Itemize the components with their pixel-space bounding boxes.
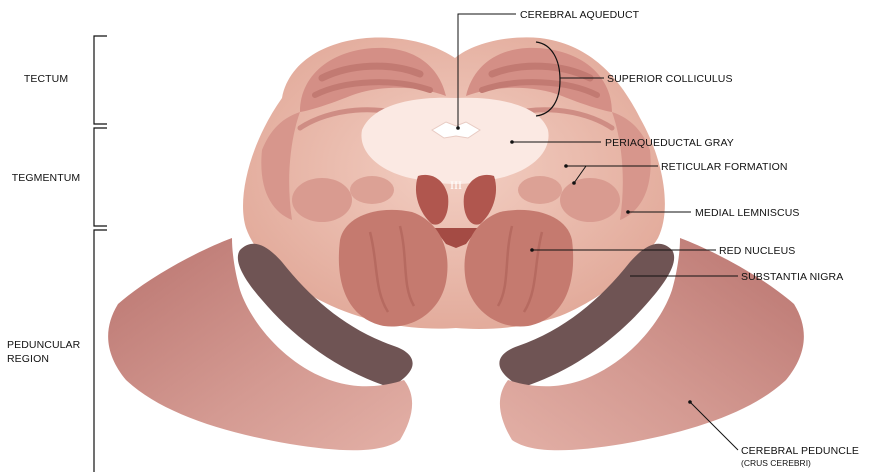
peduncular-region-label-line1: PEDUNCULAR [7,339,81,351]
red-nucleus-left [339,210,448,327]
peduncular-region-label-line2: REGION [7,353,49,365]
tectum-label: TECTUM [24,73,68,85]
medial-lemniscus-right [560,178,620,222]
peduncular-bracket [94,230,107,472]
leader-dot [572,181,576,185]
region-brackets [94,36,107,472]
substantia-nigra-label: SUBSTANTIA NIGRA [741,271,843,283]
cerebral-aqueduct-label: CEREBRAL AQUEDUCT [520,9,640,21]
leader-dot [456,126,460,130]
superior-colliculus-label: SUPERIOR COLLICULUS [607,73,733,85]
leader-dot [626,210,630,214]
tegmentum-label: TEGMENTUM [12,172,81,184]
red-nucleus-right [464,210,573,327]
medial-lemniscus-left [292,178,352,222]
leader-dot [688,400,692,404]
tectum-bracket [94,36,107,124]
crus-cerebri-label: (CRUS CEREBRI) [741,458,811,468]
reticular-formation-right [518,176,562,204]
reticular-formation-label: RETICULAR FORMATION [661,161,788,173]
medial-lemniscus-label: MEDIAL LEMNISCUS [695,207,799,219]
leader-dot [564,164,568,168]
cerebral-peduncle-label: CEREBRAL PEDUNCLE [741,445,859,457]
leader-dot [510,140,514,144]
reticular-formation-left [350,176,394,204]
tegmentum-bracket [94,128,107,226]
oculomotor-nerve-marker: III [450,178,462,192]
periaqueductal-gray-label: PERIAQUEDUCTAL GRAY [605,137,734,149]
leader-dot [530,248,534,252]
red-nucleus-label: RED NUCLEUS [719,245,795,257]
